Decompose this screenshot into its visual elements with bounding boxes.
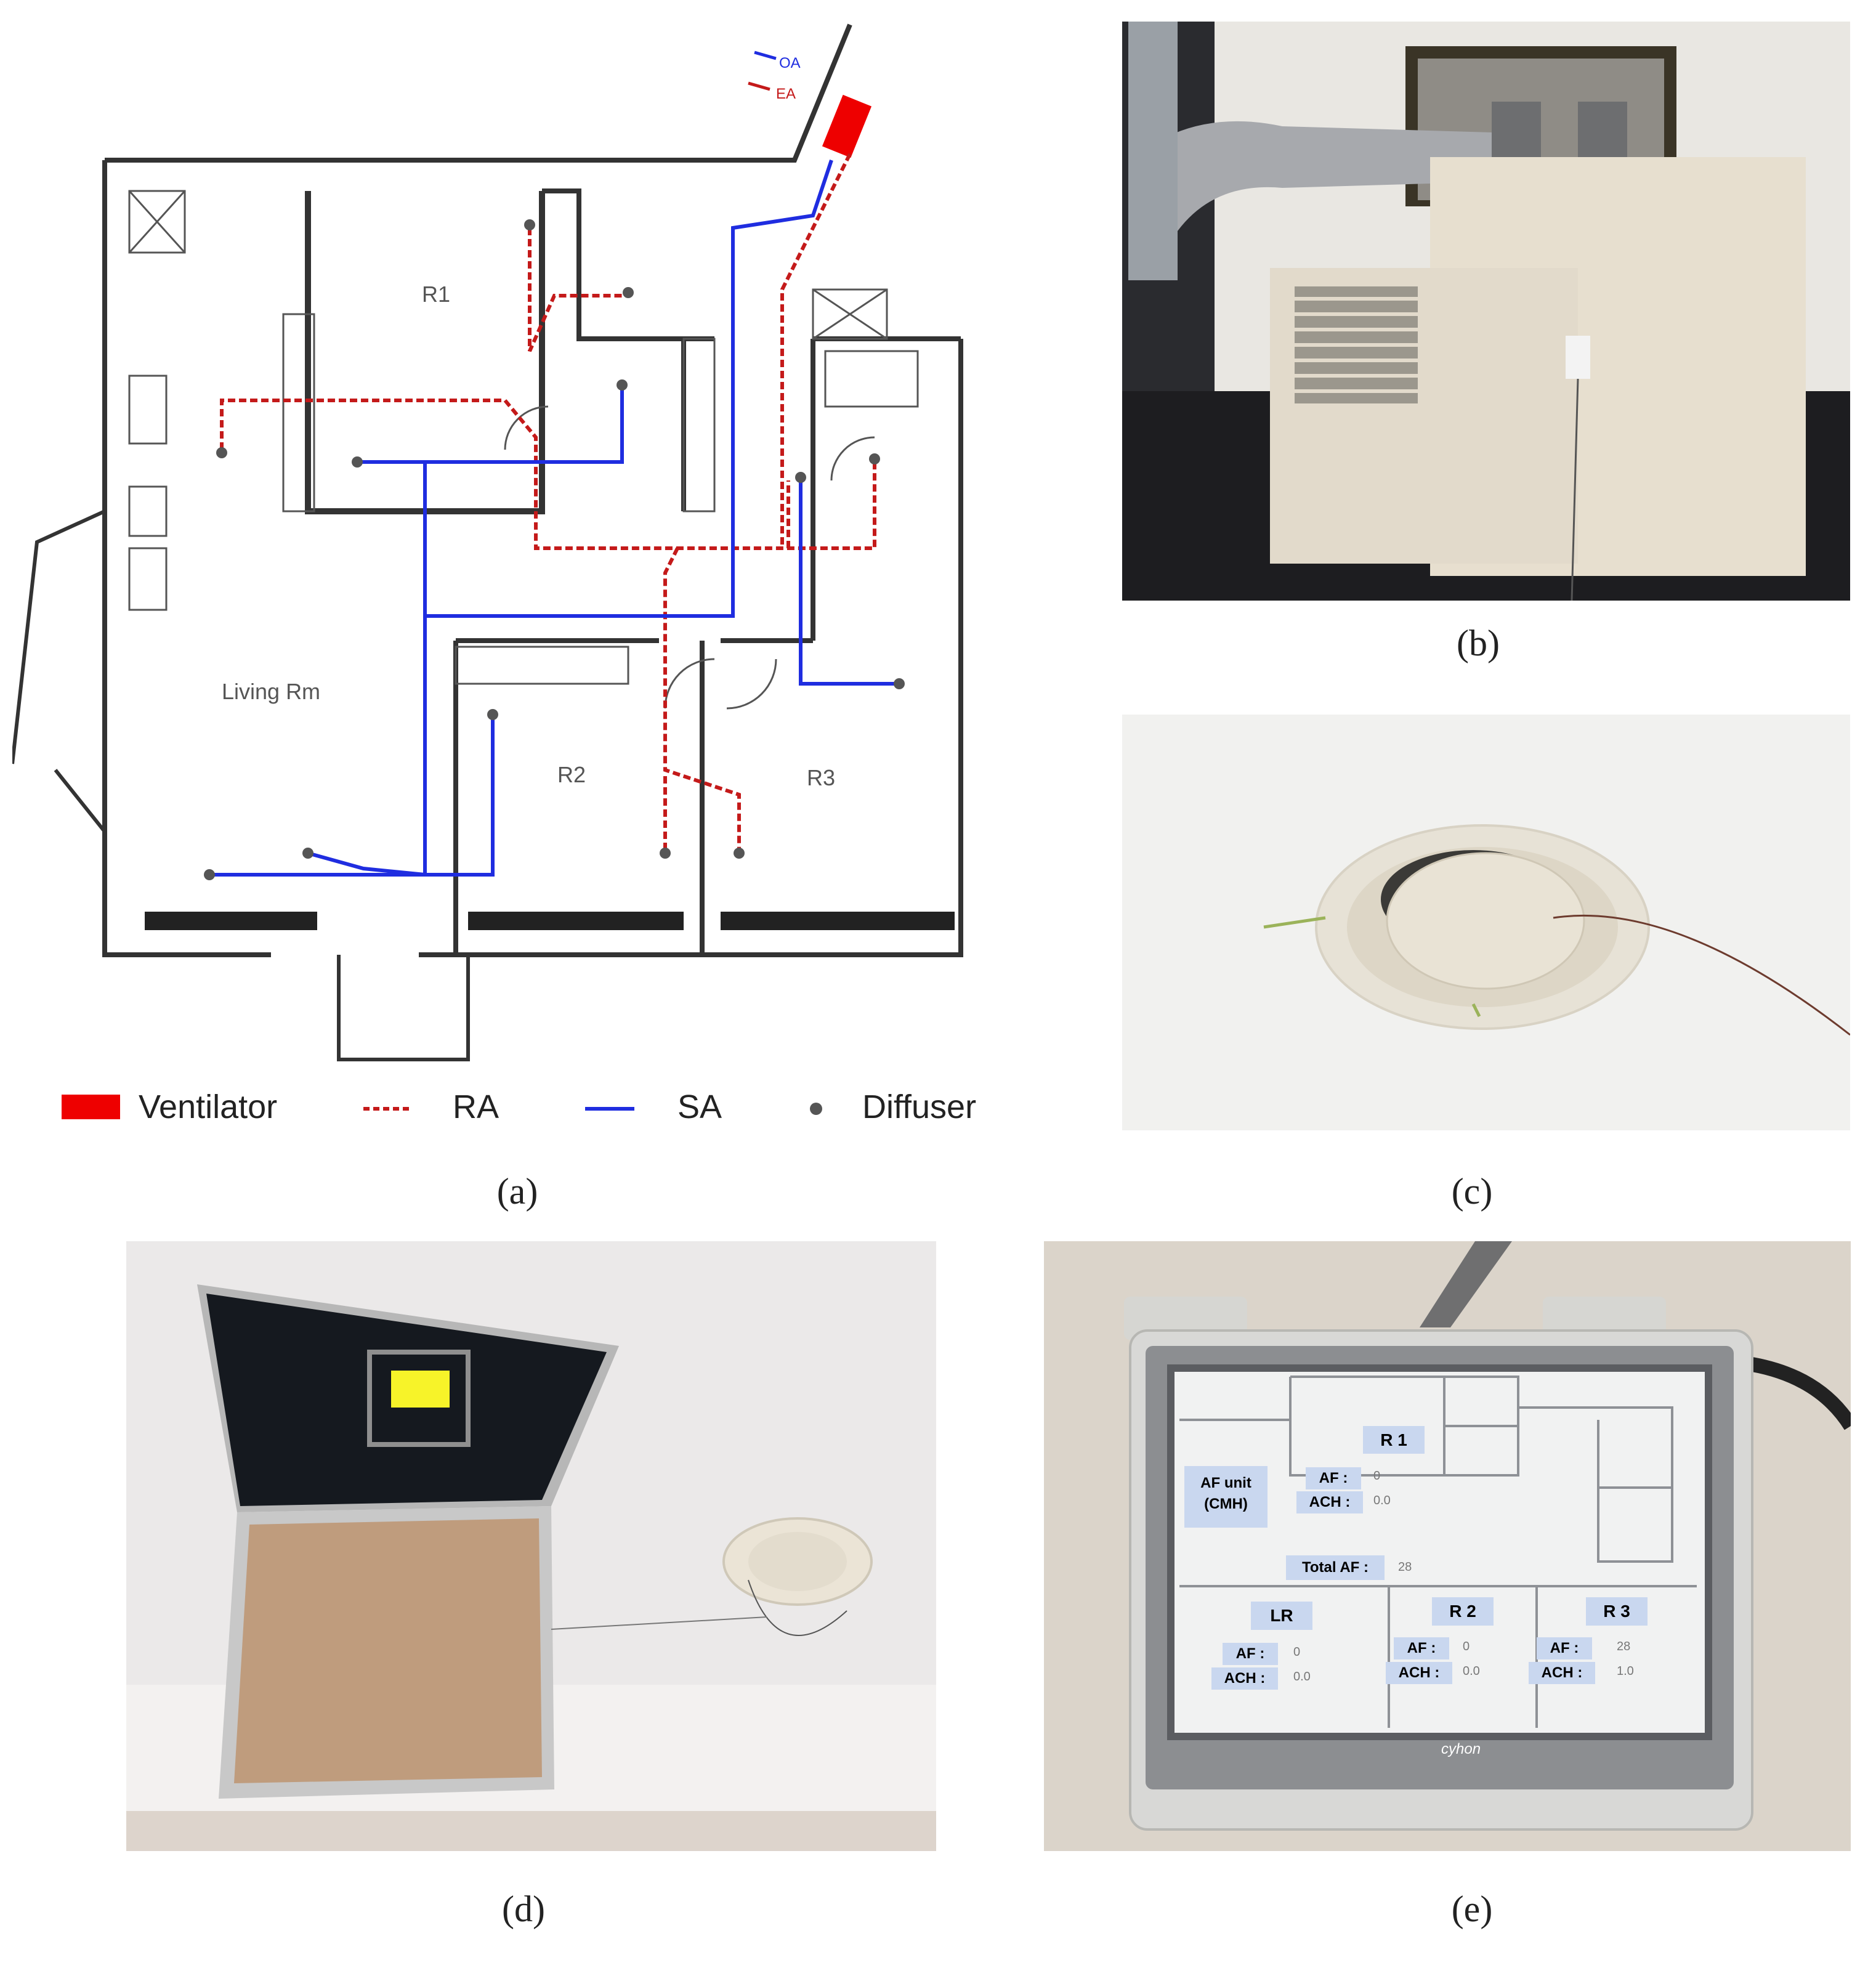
hatch-photo: [126, 1241, 936, 1851]
fixtures: [128, 190, 919, 710]
screen-r3-ach-value: 1.0: [1617, 1664, 1634, 1678]
screen-r3-name: R 3: [1586, 1597, 1648, 1626]
panel-c-diffuser-photo: [1122, 715, 1850, 1130]
panel-a-floor-plan: R1 Living Rm R2 R3 OA EA Ventilator RA S…: [12, 6, 992, 1140]
screen-r1-ach-label: ACH :: [1296, 1491, 1363, 1513]
diffuser-photo: [1122, 715, 1850, 1130]
screen-r3-ach-label: ACH :: [1529, 1662, 1595, 1684]
room-label-living: Living Rm: [222, 679, 320, 704]
caption-b: (b): [1457, 623, 1500, 663]
oa-arrow: [754, 51, 777, 60]
legend-diffuser-label: Diffuser: [862, 1088, 976, 1125]
walls: [12, 23, 963, 1061]
panel-e-controller-photo: cyhon AF unit (CMH) R 1 AF : 0 ACH : 0.0…: [1044, 1241, 1851, 1851]
panel-b-ventilator-photo: [1122, 22, 1850, 601]
screen-r1-af-label: AF :: [1306, 1467, 1361, 1489]
panel-d-hatch-photo: [126, 1241, 936, 1851]
window-bands: [145, 912, 955, 930]
screen-r1-name: R 1: [1363, 1426, 1425, 1454]
ventilator-unit: [822, 94, 872, 158]
caption-d: (d): [502, 1889, 545, 1929]
screen-r2-name: R 2: [1432, 1597, 1494, 1626]
screen-r3-af-label: AF :: [1537, 1637, 1592, 1659]
screen-r3-af-value: 28: [1617, 1640, 1631, 1653]
legend-ventilator-label: Ventilator: [139, 1088, 277, 1125]
screen-lr-ach-value: 0.0: [1293, 1670, 1311, 1683]
room-label-r3: R3: [807, 765, 835, 790]
legend-ra-label: RA: [453, 1088, 499, 1125]
caption-c: (c): [1451, 1171, 1493, 1212]
floor-plan-drawing: R1 Living Rm R2 R3 OA EA Ventilator RA S…: [12, 23, 976, 1125]
diffusers: [204, 219, 905, 880]
controller-photo: cyhon: [1044, 1241, 1851, 1851]
screen-r2-ach-label: ACH :: [1386, 1662, 1452, 1684]
screen-lr-af-label: AF :: [1223, 1643, 1278, 1665]
caption-a: (a): [496, 1171, 538, 1212]
ra-ducts: [220, 153, 876, 850]
screen-af-unit-box: AF unit (CMH): [1184, 1466, 1268, 1528]
caption-e: (e): [1451, 1889, 1493, 1929]
legend-diffuser-marker: [810, 1103, 822, 1115]
screen-r2-af-value: 0: [1463, 1640, 1470, 1653]
screen-r1-af-value: 0: [1373, 1469, 1381, 1483]
legend-sa-label: SA: [677, 1088, 722, 1125]
ventilator-photo: [1122, 22, 1850, 601]
screen-r1-ach-value: 0.0: [1373, 1494, 1391, 1507]
screen-lr-af-value: 0: [1293, 1645, 1301, 1659]
screen-lr-name: LR: [1251, 1602, 1312, 1630]
room-label-r1: R1: [422, 282, 450, 307]
oa-label: OA: [779, 55, 801, 71]
screen-total-af-value: 28: [1398, 1560, 1412, 1574]
screen-af-unit-label: AF unit: [1200, 1475, 1251, 1491]
ventilator-grille: [1295, 297, 1418, 393]
ea-label: EA: [776, 86, 796, 102]
screen-lr-ach-label: ACH :: [1211, 1667, 1278, 1690]
screen-af-unit-sub: (CMH): [1204, 1496, 1248, 1512]
room-label-r2: R2: [557, 762, 586, 787]
screen-r2-af-label: AF :: [1394, 1637, 1449, 1659]
sa-ducts: [209, 160, 899, 877]
brand-label: cyhon: [1441, 1741, 1481, 1757]
ea-arrow: [748, 81, 770, 91]
screen-r2-ach-value: 0.0: [1463, 1664, 1480, 1678]
legend-ventilator-swatch: [62, 1095, 120, 1119]
screen-total-af-label: Total AF :: [1286, 1555, 1385, 1580]
